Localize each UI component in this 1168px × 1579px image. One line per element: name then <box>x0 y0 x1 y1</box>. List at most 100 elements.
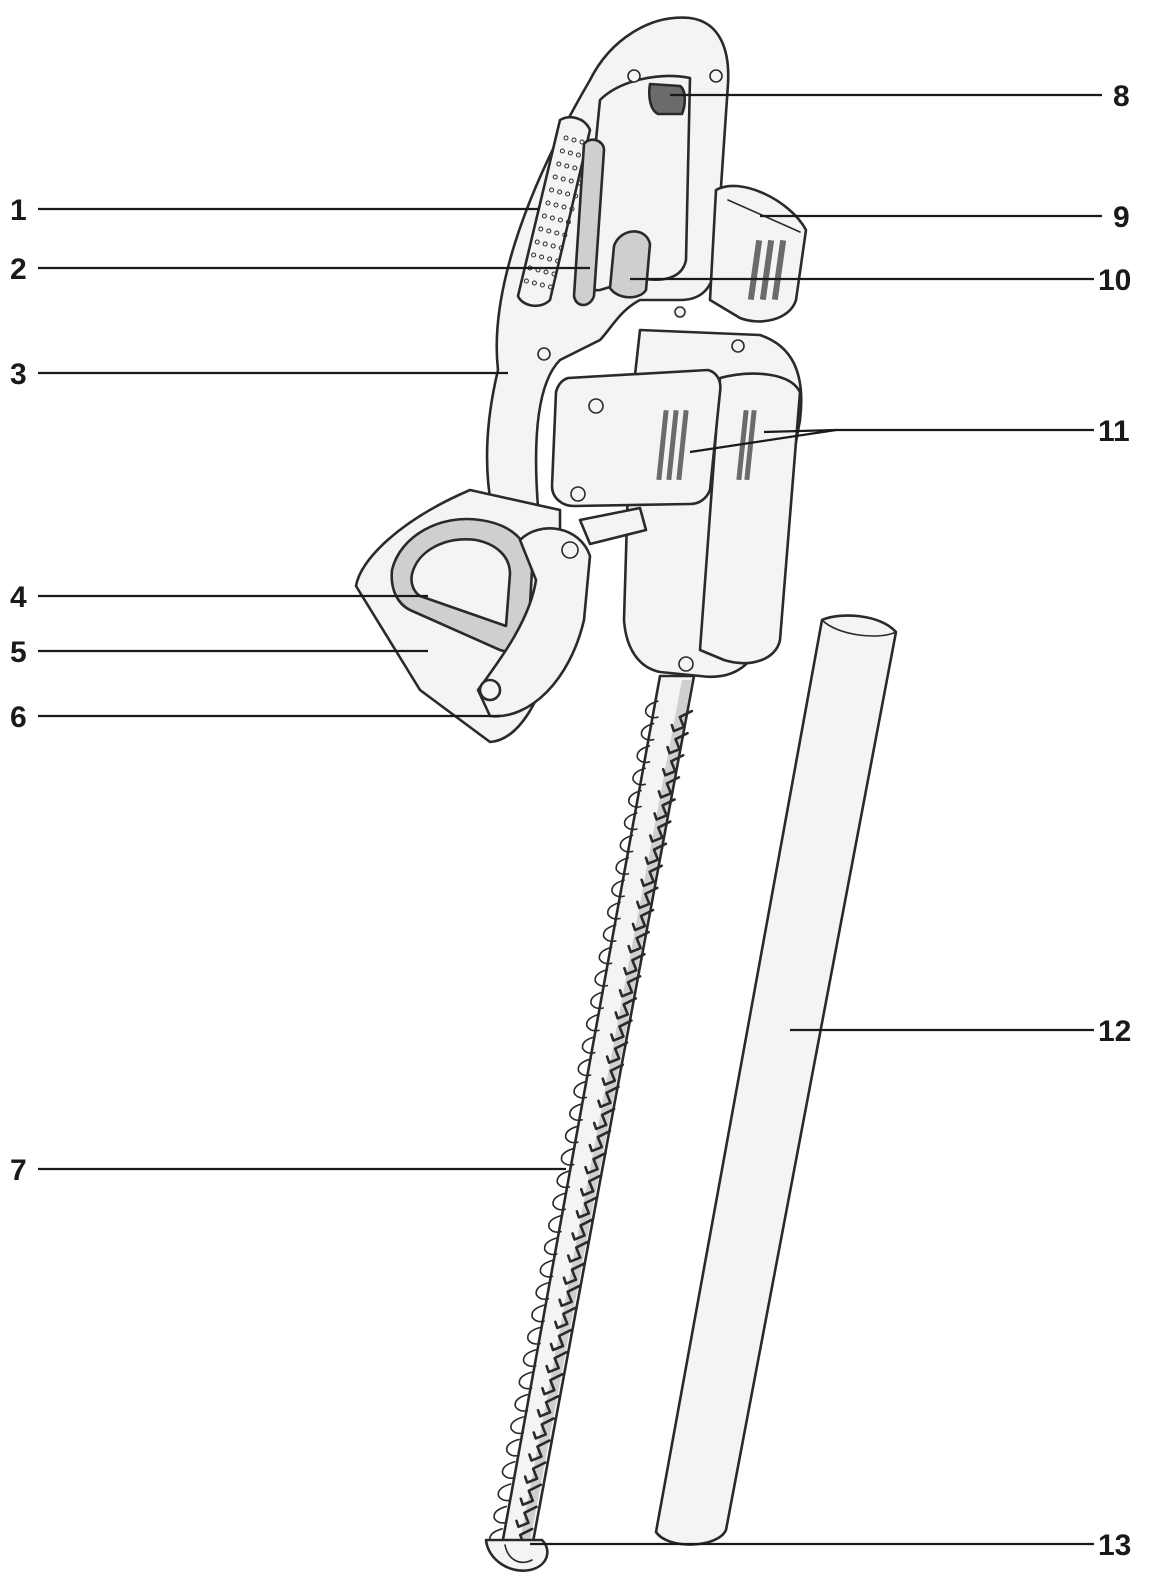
blade-tooth-right <box>648 820 672 843</box>
callout-2: 2 <box>10 253 27 286</box>
blade-tooth-right <box>579 1173 603 1197</box>
grip-dot <box>557 189 563 195</box>
blade-tooth-right <box>523 1461 547 1484</box>
grip-dot <box>564 163 570 169</box>
blade-tooth-right <box>618 975 642 998</box>
blade-tooth-right <box>571 1218 594 1241</box>
trimmer-housing <box>550 328 803 679</box>
grip-dot <box>551 271 557 277</box>
blade-tooth-left <box>606 901 621 920</box>
blade-tooth-left <box>585 1013 600 1032</box>
blade-tooth-left <box>619 834 634 853</box>
blade-tooth-left <box>573 1080 588 1099</box>
blade-tooth-left <box>623 812 638 831</box>
blade-tooth-right <box>562 1262 586 1285</box>
blade-tooth-left <box>569 1103 583 1122</box>
callout-13: 13 <box>1098 1529 1131 1562</box>
callout-6: 6 <box>10 701 27 734</box>
blade-tooth-left <box>548 1214 562 1233</box>
blade-tooth-right <box>575 1196 599 1219</box>
blade-tooth-right <box>588 1129 612 1153</box>
blade-tooth-right <box>549 1328 573 1352</box>
grip-dot <box>561 204 567 210</box>
blade-tooth-right <box>614 997 638 1020</box>
grip-dot <box>543 269 549 275</box>
grip-dot <box>549 215 555 221</box>
blade-tooth-left <box>505 1438 520 1457</box>
blade-tooth-right <box>519 1483 543 1507</box>
blade-tooth-right <box>528 1439 551 1462</box>
grip-dot <box>567 150 573 156</box>
callout-8: 8 <box>1113 80 1130 113</box>
grip-dot <box>569 206 575 212</box>
blade-tooth-right <box>653 798 676 821</box>
blade-tooth-left <box>632 767 647 786</box>
blade-tooth-left <box>497 1483 512 1502</box>
blade-tooth-left <box>556 1170 571 1189</box>
blade-tooth-left <box>640 722 655 741</box>
grip-dot <box>556 161 562 167</box>
blade-tooth-right <box>610 1019 633 1042</box>
callout-10: 10 <box>1098 264 1131 297</box>
blade-tooth-right <box>515 1505 538 1529</box>
blade-tooth-left <box>535 1281 550 1301</box>
blade-tooth-left <box>518 1371 533 1390</box>
blade-tooth-left <box>552 1192 567 1211</box>
grip-dot <box>565 219 571 225</box>
grip-dot <box>538 226 544 232</box>
grip-dot <box>534 239 540 245</box>
blade-tooth-right <box>597 1085 620 1109</box>
blade-sheath <box>654 614 898 1546</box>
blade-tooth-left <box>531 1304 546 1323</box>
callout-4: 4 <box>10 581 27 614</box>
blade-tooth-right <box>554 1306 577 1330</box>
front-hand-guard <box>354 488 648 744</box>
blade-tooth-right <box>636 886 659 910</box>
blade-tooth-right <box>536 1395 560 1418</box>
blade-tooth-left <box>615 856 630 876</box>
grip-dot <box>531 252 537 258</box>
blade-tooth-right <box>566 1240 590 1263</box>
blade-tooth-right <box>670 709 694 733</box>
blade-tooth-left <box>526 1326 541 1345</box>
blade-tooth-right <box>545 1350 568 1374</box>
grip-dot <box>563 135 569 141</box>
grip-dot <box>558 245 564 251</box>
grip-dot <box>547 256 553 262</box>
blade-tooth-right <box>558 1284 581 1308</box>
blade-tooth-left <box>543 1237 558 1256</box>
callout-1: 1 <box>10 194 27 227</box>
cutting-blade <box>484 674 696 1572</box>
grip-dot <box>554 230 560 236</box>
battery-pack <box>708 184 808 323</box>
blade-tooth-right <box>627 930 650 954</box>
blade-tooth-left <box>564 1125 579 1144</box>
blade-tooth-right <box>640 864 663 888</box>
blade-tooth-left <box>628 789 642 808</box>
callout-12: 12 <box>1098 1015 1131 1048</box>
blade-tooth-right <box>661 753 685 777</box>
grip-dot <box>541 213 547 219</box>
blade-tooth-left <box>501 1460 516 1480</box>
grip-dot <box>542 241 548 247</box>
grip-dot <box>562 232 568 238</box>
grip-dot <box>565 191 571 197</box>
grip-dot <box>547 284 553 290</box>
blade-tooth-left <box>636 745 651 764</box>
grip-dot <box>531 280 537 286</box>
grip-dot <box>573 193 579 199</box>
blade-tooth-right <box>541 1372 564 1396</box>
blade-tooth-left <box>611 879 626 898</box>
blade-tooth-right <box>532 1417 556 1440</box>
blade-tooth-left <box>581 1035 596 1055</box>
blade-tooth-left <box>594 968 609 987</box>
blade-tooth-left <box>514 1393 529 1412</box>
blade-tooth-right <box>592 1107 616 1131</box>
blade-tooth-right <box>623 952 646 976</box>
callout-layer: 1 2 3 4 5 6 7 8 9 10 11 12 <box>10 80 1131 1562</box>
callout-11: 11 <box>1098 415 1130 448</box>
callout-3: 3 <box>10 358 27 391</box>
grip-dot <box>550 243 556 249</box>
blade-tooth-right <box>631 908 655 932</box>
